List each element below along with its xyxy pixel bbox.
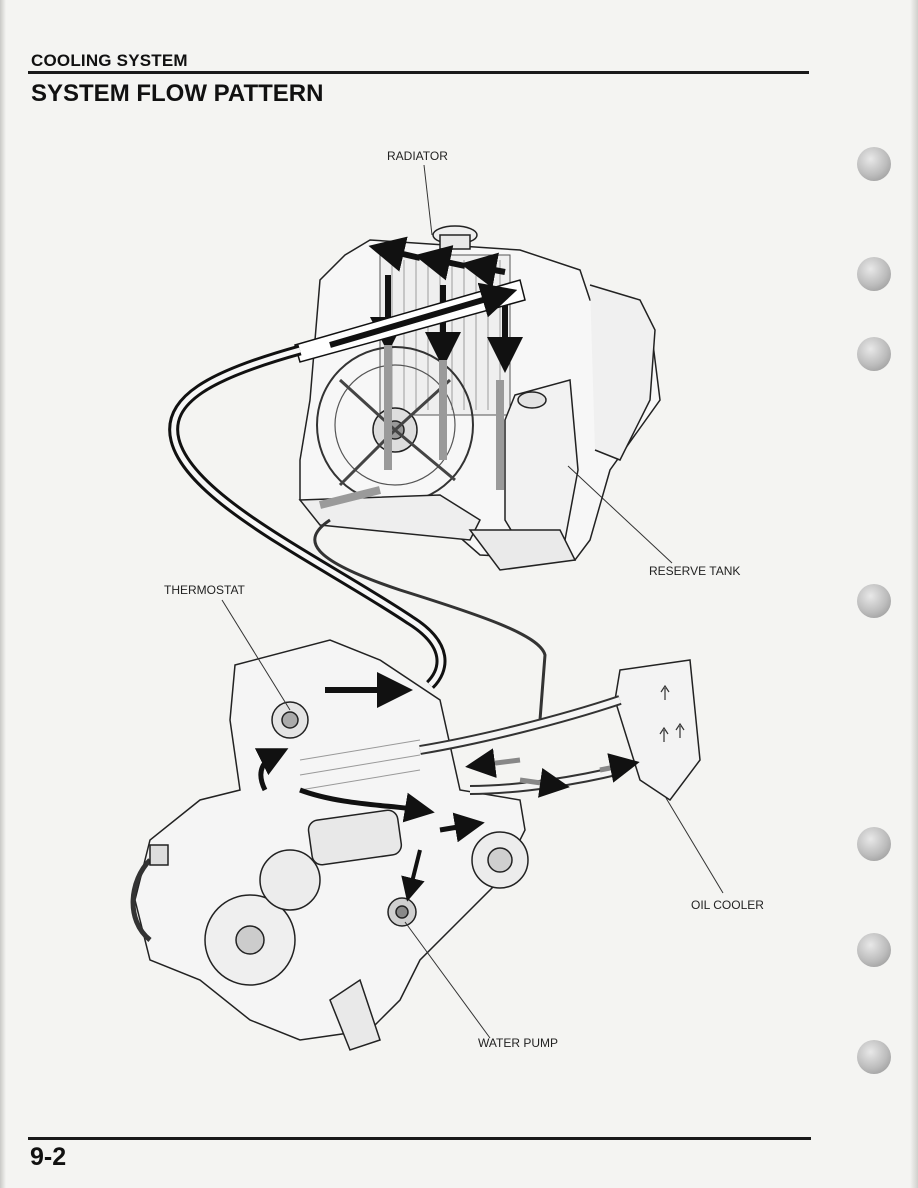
radiator-illustration [298,225,661,571]
overflow-line [313,518,547,721]
reserve-tank-label: RESERVE TANK [649,564,740,578]
page-edge-left [0,0,6,1188]
side-tab [857,933,891,967]
callout-leaders [221,164,724,1039]
page-edge-right [910,0,918,1188]
page-number: 9-2 [30,1143,67,1171]
page-title: SYSTEM FLOW PATTERN [31,80,324,107]
water-pump-label: WATER PUMP [478,1036,558,1050]
engine-flow-arrows [254,672,640,902]
side-tab [857,337,891,371]
side-tab [857,257,891,291]
engine-illustration [130,639,701,1051]
radiator-flow-arrows [294,236,526,509]
side-tab [857,584,891,618]
section-header: COOLING SYSTEM [31,51,188,70]
side-tab [857,827,891,861]
header-rule [28,71,809,74]
side-tab [857,1040,891,1074]
thermostat-label: THERMOSTAT [164,583,246,597]
radiator-label: RADIATOR [387,149,448,163]
side-tab [857,147,891,181]
footer-rule [28,1137,811,1140]
oil-cooler-label: OIL COOLER [691,898,764,912]
